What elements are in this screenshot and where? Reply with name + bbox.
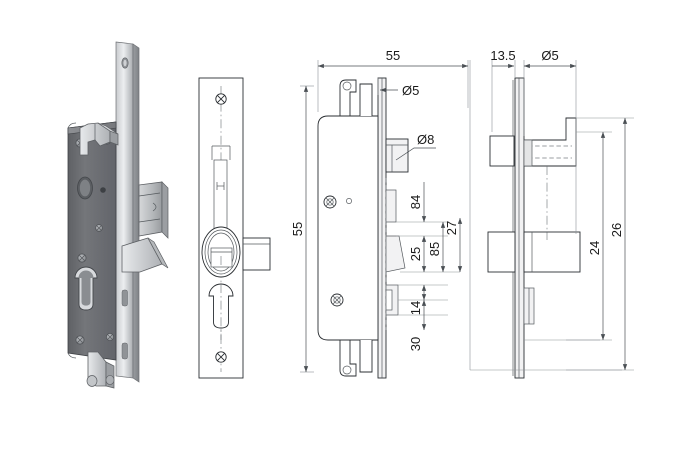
isometric-3d-view [67,41,169,389]
case-screw [77,253,87,263]
dim-label-14: 14 [408,301,423,315]
case-screw [106,333,114,341]
faceplate-screw-top [215,93,227,105]
tailpiece-profile [339,339,373,377]
hook-bolt-profile [339,79,373,117]
dim-label-dia5: Ø5 [402,83,419,98]
deadbolt-edge [523,231,581,273]
dim-label-25: 25 [408,247,423,261]
dim-label-26: 26 [609,223,624,237]
case-screw [95,224,103,232]
hook-bolt-edge [523,117,577,167]
case-screw [75,335,85,345]
profile-screw-upper [323,195,337,209]
edge-profile-view: 13.5 Ø5 24 26 [469,48,634,379]
upper-bolt-tab [385,189,397,223]
euro-cylinder-hole-3d [74,266,98,311]
dim-label-27: 27 [444,221,459,235]
latch-tab-edge [523,287,535,325]
side-section-view: 55 Ø5 Ø8 55 [290,48,469,379]
lower-bolt-tab [385,284,399,316]
dim-label-30: 30 [408,337,423,351]
deadbolt-front [242,237,271,271]
faceplate-strip-3d [115,41,140,383]
latch-oval [201,226,241,278]
tailpiece-3d [86,351,115,389]
dim-label-dia5-edge: Ø5 [541,48,558,63]
pin-hole-3d [100,187,106,193]
hook-bolt-slot [211,145,231,231]
dim-13-5: 13.5 [490,48,516,132]
dim-24: 24 [566,131,612,341]
lock-case-profile [317,115,379,341]
dim-label-dia8: Ø8 [417,132,434,147]
lock-case-3d [67,121,117,361]
dim-label-85: 85 [427,242,442,256]
latch-wedge-profile [385,235,406,273]
euro-cylinder-keyhole [208,283,234,340]
dim-dia5-edge: Ø5 [523,48,577,234]
deadbolt-profile [385,138,409,173]
deadbolt-3d [138,181,169,239]
dim-dia5-top: Ø5 [377,78,419,98]
faceplate-edge-4 [514,77,525,379]
spindle-hole-3d [77,176,93,200]
dim-label-24: 24 [587,241,602,255]
dim-label-55-left: 55 [290,222,305,236]
hook-bolt-3d [79,122,119,156]
dim-left-55: 55 [290,85,314,373]
dim-label-84: 84 [408,195,423,209]
rear-block-lower [487,231,516,273]
profile-screw-lower [330,293,344,307]
profile-pin-hole [346,198,352,204]
faceplate-screw-bottom [215,351,227,363]
rear-block-upper [489,135,515,167]
dim-label-55-top: 55 [386,48,400,63]
dim-dia8-leader: Ø8 [395,132,436,161]
dim-top-55: 55 [317,48,469,112]
dim-label-13-5: 13.5 [490,48,515,63]
latch-wedge-3d [121,237,169,273]
front-faceplate-view [198,77,271,379]
dim-vertical-chain: 84 25 85 27 14 30 [396,182,463,351]
